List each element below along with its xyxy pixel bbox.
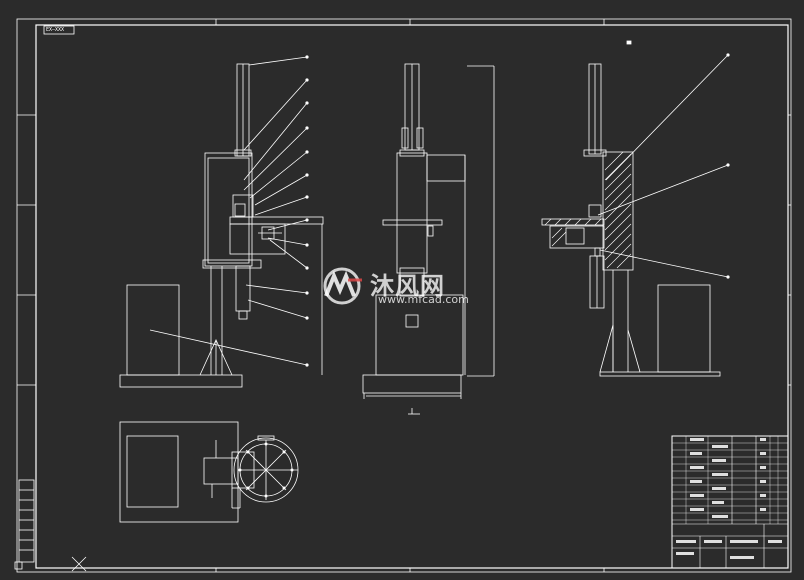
inner-border <box>35 24 789 569</box>
cross-mark-icon <box>71 556 87 572</box>
section-hatch <box>544 151 632 269</box>
plan-bolt-holes <box>238 442 294 498</box>
zone-ticks <box>17 19 791 572</box>
frame-tag-box <box>43 25 75 35</box>
section-view <box>541 54 729 377</box>
title-block-rows <box>672 436 788 524</box>
front-elevation-view <box>119 56 324 388</box>
outer-border <box>16 18 792 573</box>
frame-tag: EX—XXX <box>46 27 65 33</box>
title-block <box>671 435 789 569</box>
plan-view <box>119 421 299 523</box>
small-mark <box>626 40 632 45</box>
left-margin-strip <box>14 479 35 570</box>
side-elevation-view <box>362 63 495 415</box>
leader-dots <box>305 53 730 367</box>
title-block-fill <box>676 438 782 559</box>
